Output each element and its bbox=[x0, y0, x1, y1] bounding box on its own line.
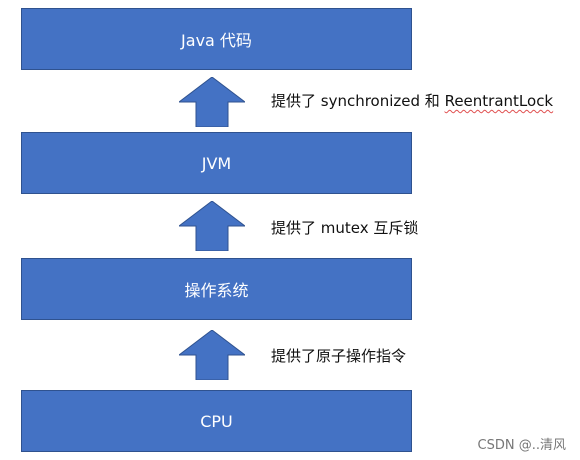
layer-java-code: Java 代码 bbox=[21, 8, 412, 70]
layer-cpu: CPU bbox=[21, 390, 412, 452]
note-underlined-term: ReentrantLock bbox=[444, 92, 554, 110]
note-text: 提供了 mutex 互斥锁 bbox=[271, 219, 419, 237]
note-text: 提供了 synchronized 和 bbox=[271, 92, 445, 110]
layer-operating-system: 操作系统 bbox=[21, 258, 412, 320]
layer-label: CPU bbox=[200, 411, 233, 431]
layer-label: 操作系统 bbox=[184, 281, 249, 300]
watermark: CSDN @..清风 bbox=[477, 438, 566, 453]
note-text: 提供了原子操作指令 bbox=[271, 347, 407, 365]
note-os-provides: 提供了 mutex 互斥锁 bbox=[271, 217, 418, 238]
up-arrow-icon bbox=[179, 201, 245, 251]
layer-label: Java 代码 bbox=[181, 31, 252, 50]
note-jvm-provides: 提供了 synchronized 和 ReentrantLock bbox=[271, 90, 553, 111]
layer-jvm: JVM bbox=[21, 132, 412, 194]
layer-label: JVM bbox=[201, 153, 232, 173]
note-cpu-provides: 提供了原子操作指令 bbox=[271, 345, 406, 366]
up-arrow-icon bbox=[179, 77, 245, 127]
up-arrow-icon bbox=[179, 330, 245, 380]
